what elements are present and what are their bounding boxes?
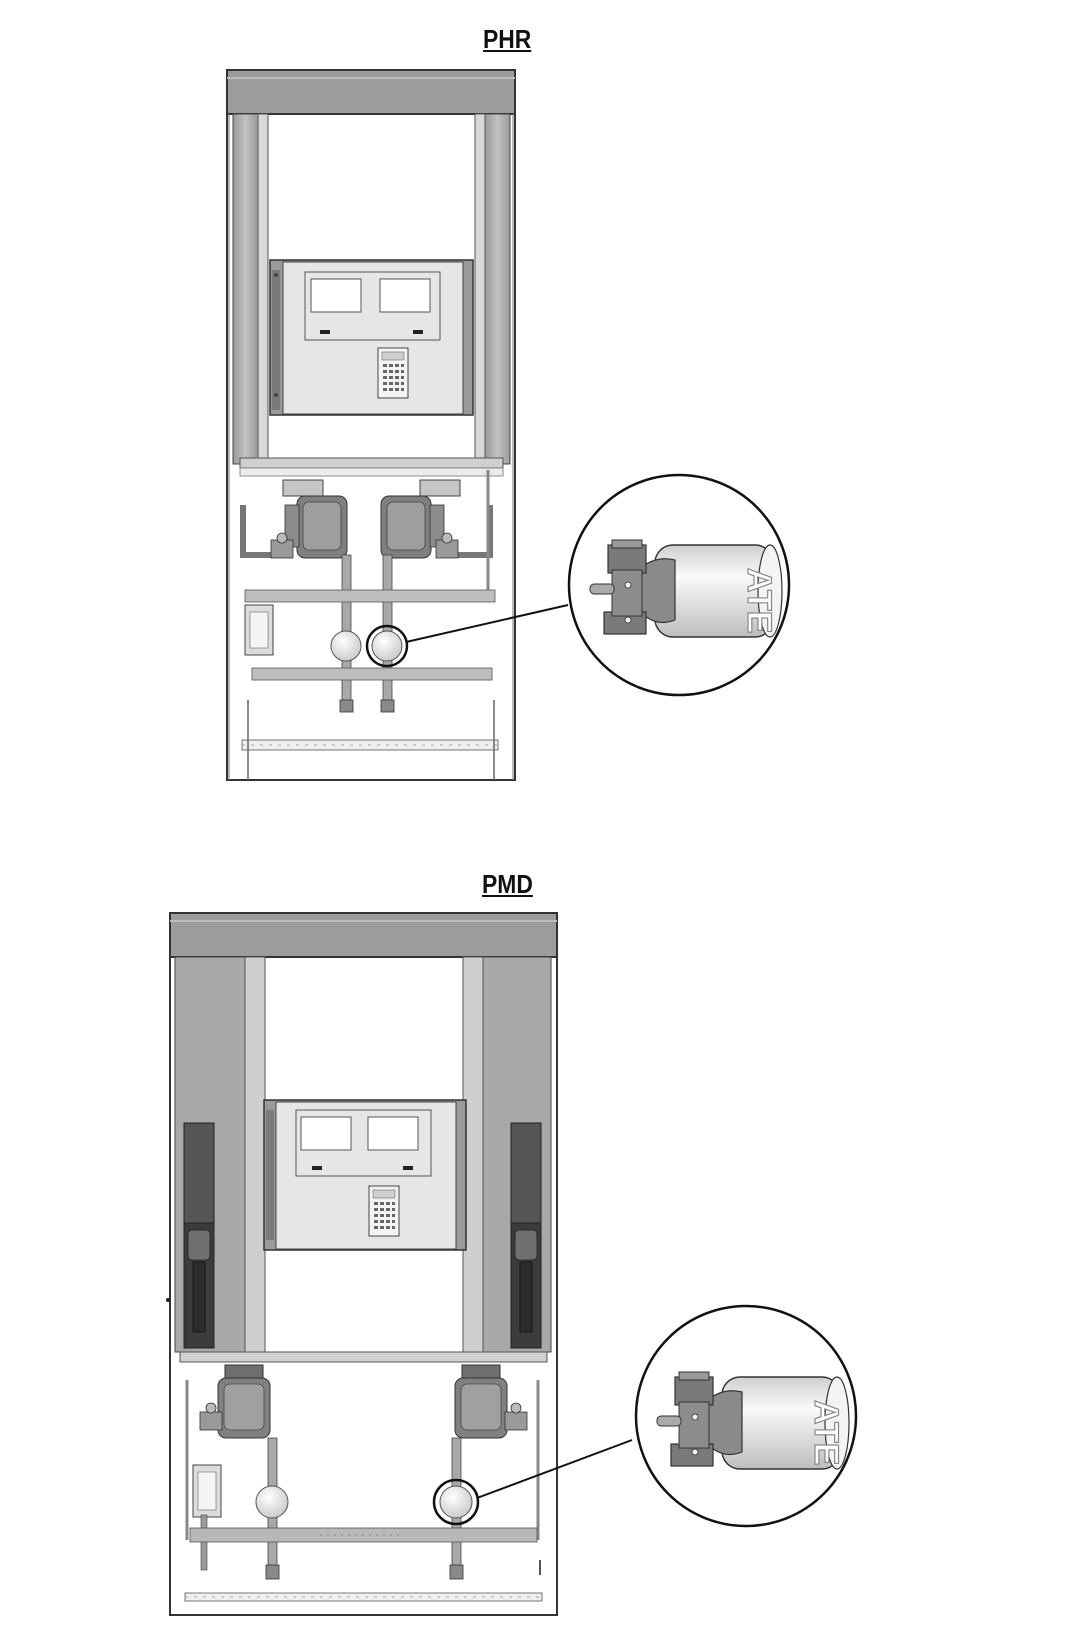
pmd-callout-marker [432,1478,480,1526]
phr-outer-frame [226,69,516,781]
phr-top-bar [226,69,516,115]
phr-callout-ate-label: ATE [740,568,778,633]
pmd-callout-detail: ATE [634,1304,858,1528]
pmd-pump-unit-right [454,1364,540,1540]
phr-right-column [484,113,511,465]
phr-callout-leader [405,604,569,643]
phr-pump-unit-left [240,479,348,559]
figure-title-phr: PHR [483,24,532,54]
pmd-pump-unit-left [185,1364,271,1540]
pmd-callout-ate-label: ATE [807,1400,845,1465]
pmd-top-bar [169,912,558,958]
phr-left-column [232,113,259,465]
phr-pump-unit-right [380,479,493,559]
phr-filter-left [330,630,362,662]
phr-filter-right [371,630,403,662]
phr-dispenser: ATE [226,69,791,781]
pmd-filter-right [439,1485,473,1519]
phr-callout-detail: ATE [567,473,791,697]
phr-display-window-right [379,278,431,313]
pmd-display-head [263,1099,467,1251]
pmd-dispenser: ATE [166,912,858,1616]
phr-keypad [377,347,409,399]
pmd-keypad [368,1185,400,1237]
pmd-display-window-right [367,1116,419,1151]
pmd-callout-leader [476,1439,633,1499]
figure-title-pmd: PMD [482,869,533,899]
pmd-right-nozzle-holder [510,1122,542,1349]
pmd-display-window-left [300,1116,352,1151]
phr-display-head [269,259,474,416]
pmd-filter-left [255,1485,289,1519]
phr-display-window-left [310,278,362,313]
phr-callout-marker [365,624,409,668]
pmd-left-nozzle-holder [183,1122,215,1349]
